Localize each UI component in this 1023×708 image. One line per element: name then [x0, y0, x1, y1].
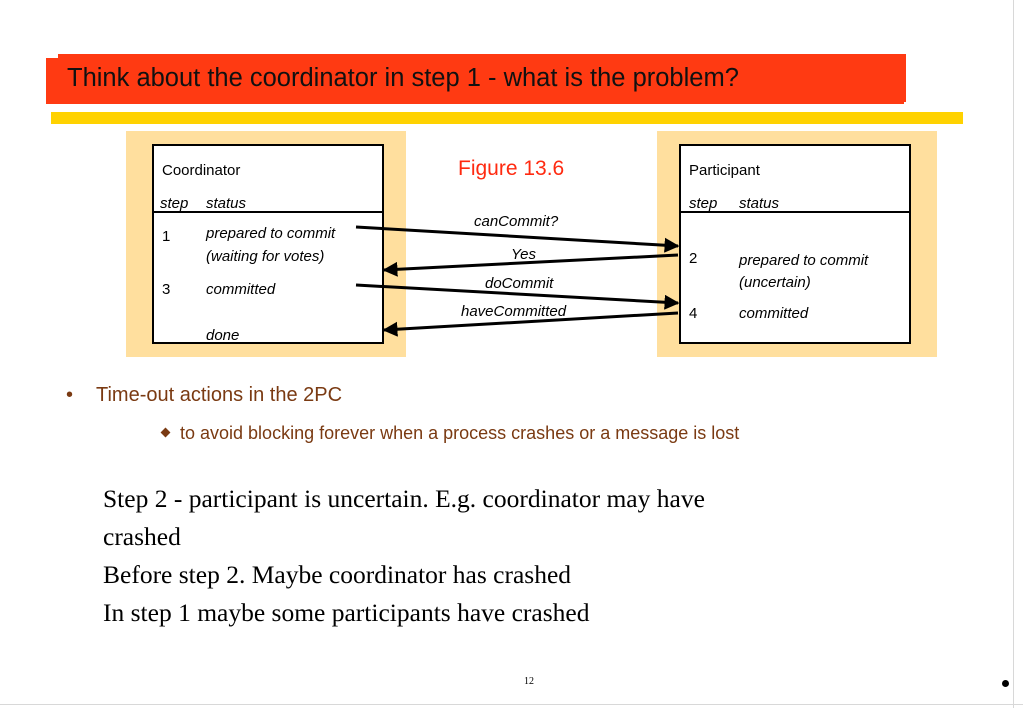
coordinator-status-done: done [206, 327, 240, 344]
participant-header-divider [681, 211, 909, 213]
coordinator-step-3: 3 [162, 281, 171, 298]
participant-status-2: prepared to commit [739, 252, 869, 269]
participant-box [679, 144, 911, 344]
message-havecommitted: haveCommitted [461, 303, 567, 320]
bullet-level1-text: Time-out actions in the 2PC [96, 384, 343, 406]
coordinator-box [152, 144, 384, 344]
bullet-diamond-icon [160, 427, 171, 438]
body-line-3: Before step 2. Maybe coordinator has cra… [103, 560, 572, 589]
body-text: Step 2 - participant is uncertain. E.g. … [103, 480, 923, 632]
coordinator-status-1-note: (waiting for votes) [206, 248, 325, 265]
coordinator-status-header: status [206, 195, 247, 212]
message-yes: Yes [511, 246, 537, 263]
participant-step-2: 2 [689, 250, 698, 267]
bullet-level2-text: to avoid blocking forever when a process… [180, 423, 740, 443]
title-underline-bar [51, 112, 963, 124]
participant-status-header: status [739, 195, 780, 212]
coordinator-step-header: step [160, 195, 189, 212]
participant-title: Participant [689, 162, 760, 179]
coordinator-status-1: prepared to commit [206, 225, 336, 242]
slide-title: Think about the coordinator in step 1 - … [58, 54, 906, 102]
bullet-level1: • Time-out actions in the 2PC [66, 384, 342, 407]
slide-bottom-edge [0, 704, 1023, 705]
participant-step-header: step [689, 195, 718, 212]
participant-status-4: committed [739, 305, 809, 322]
coordinator-header-divider [154, 211, 382, 213]
corner-dot [1002, 680, 1009, 687]
page-number: 12 [524, 676, 534, 687]
body-line-2: crashed [103, 522, 181, 551]
bullet-dot-icon: • [66, 384, 74, 406]
figure-label: Figure 13.6 [458, 157, 565, 180]
coordinator-status-3: committed [206, 281, 276, 298]
body-line-4: In step 1 maybe some participants have c… [103, 598, 590, 627]
coordinator-step-1: 1 [162, 228, 171, 245]
participant-step-4: 4 [689, 305, 698, 322]
body-line-1: Step 2 - participant is uncertain. E.g. … [103, 484, 705, 513]
bullet-level2: to avoid blocking forever when a process… [160, 423, 740, 444]
slide-right-edge [1013, 0, 1014, 708]
coordinator-title: Coordinator [162, 162, 241, 179]
message-cancommit: canCommit? [474, 213, 559, 230]
participant-status-2-note: (uncertain) [739, 274, 811, 291]
message-docommit: doCommit [485, 275, 554, 292]
